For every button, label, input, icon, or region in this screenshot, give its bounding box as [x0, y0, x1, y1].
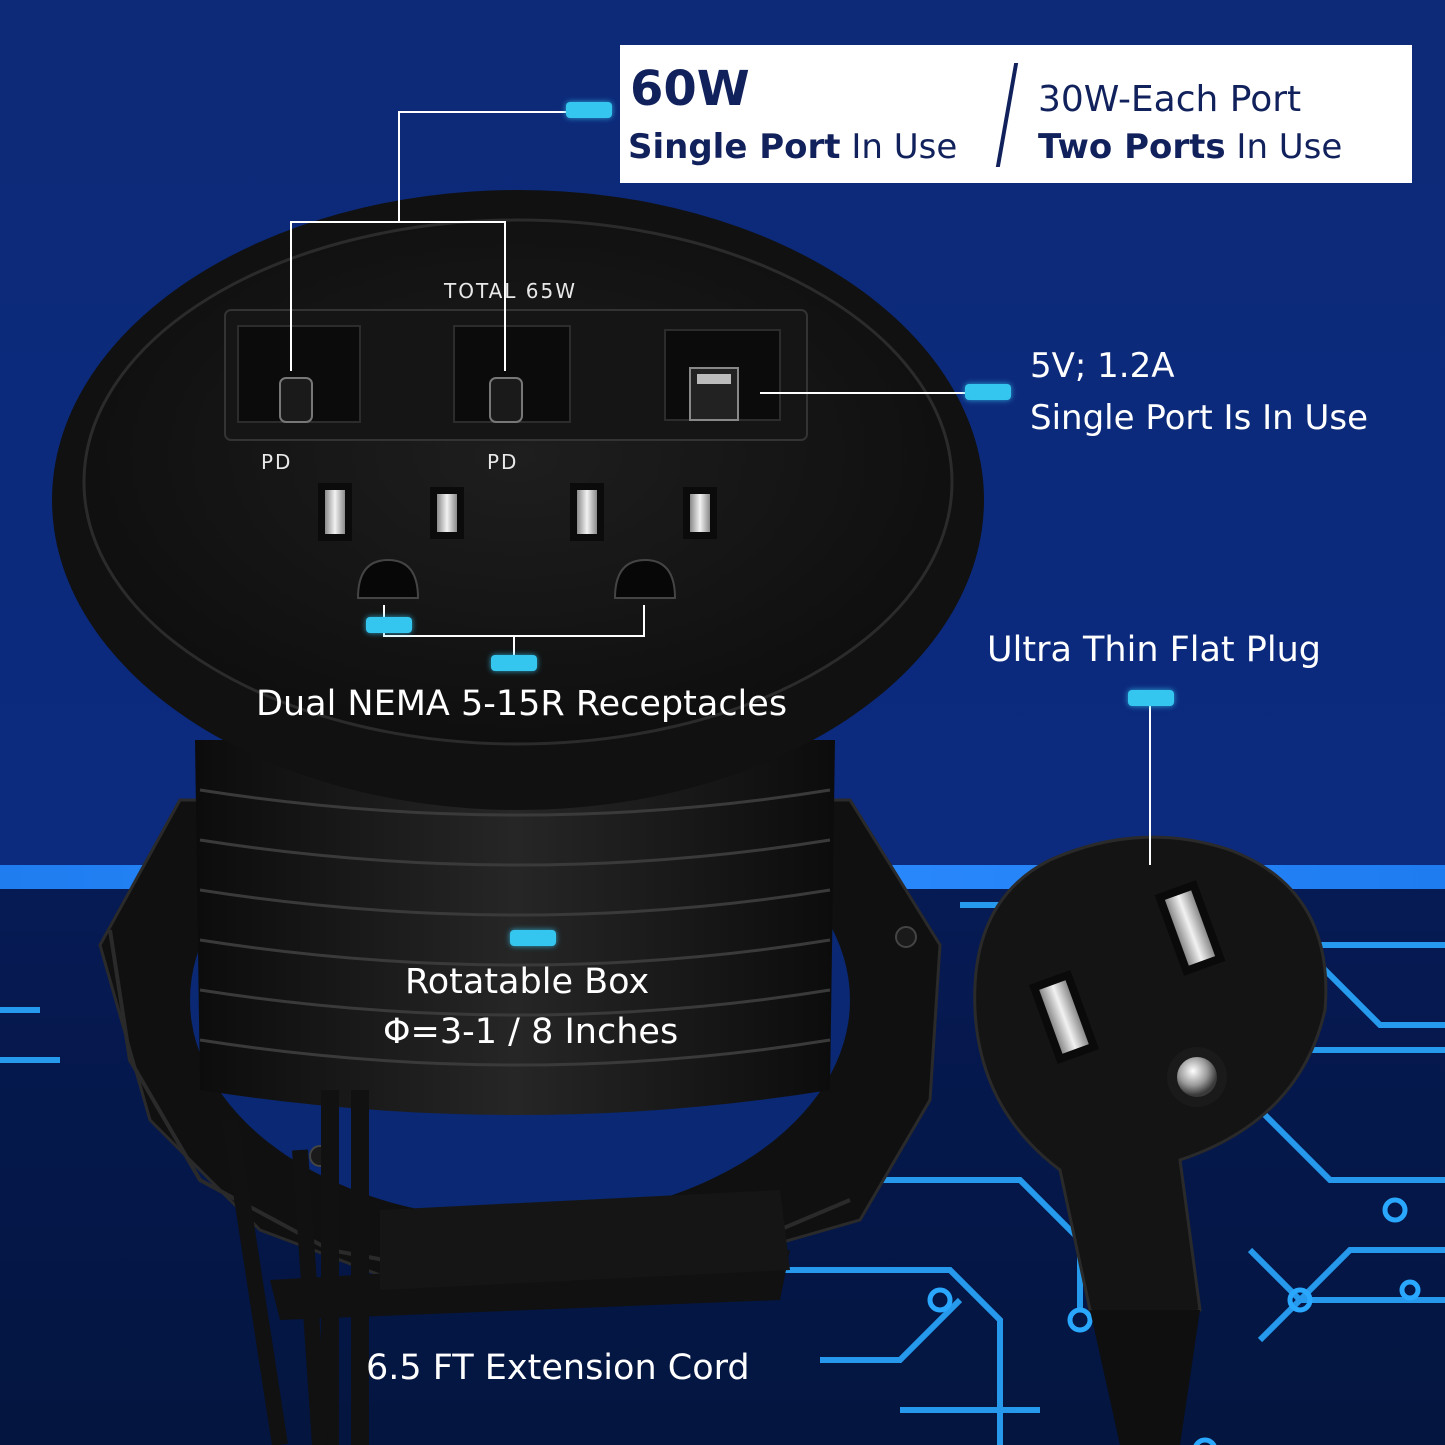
callout-tag: [965, 384, 1011, 400]
grommet-top: [52, 190, 984, 810]
callout-tag: [366, 617, 412, 633]
callout-tag: [1128, 690, 1174, 706]
connector-line: [290, 221, 292, 371]
receptacles-label: Dual NEMA 5-15R Receptacles: [256, 684, 788, 724]
connector-line: [290, 221, 506, 223]
callout-tag: [566, 102, 612, 118]
connector-line: [504, 221, 506, 371]
connector-line: [643, 605, 645, 637]
single-port-caption: Single Port In Use: [628, 127, 958, 167]
flat-plug: [973, 835, 1328, 1445]
pd-port-label: PD: [261, 450, 293, 474]
callout-tag: [510, 930, 556, 946]
connector-line: [513, 635, 515, 657]
connector-line: [760, 392, 965, 394]
connector-line: [398, 111, 568, 113]
total-wattage-label: TOTAL 65W: [444, 279, 578, 303]
dual-port-wattage: 30W-Each Port: [1038, 79, 1302, 120]
cylinder-body: [195, 740, 835, 1445]
single-port-wattage: 60W: [630, 61, 750, 117]
connector-line: [398, 111, 400, 221]
spec-divider: [995, 63, 1019, 167]
flat-plug-label: Ultra Thin Flat Plug: [987, 630, 1322, 670]
connector-line: [1149, 705, 1151, 865]
callout-tag: [491, 655, 537, 671]
usb-a-usage: Single Port Is In Use: [1030, 398, 1368, 438]
pd-port-label: PD: [487, 450, 519, 474]
dual-port-caption: Two Ports In Use: [1038, 127, 1343, 167]
rotatable-box-label: Rotatable Box: [405, 962, 650, 1002]
power-spec-box: 60W Single Port In Use 30W-Each Port Two…: [620, 45, 1412, 183]
box-diameter-label: Φ=3-1 / 8 Inches: [383, 1012, 679, 1052]
usb-a-spec: 5V; 1.2A: [1030, 346, 1175, 386]
extension-cord-label: 6.5 FT Extension Cord: [366, 1348, 750, 1388]
